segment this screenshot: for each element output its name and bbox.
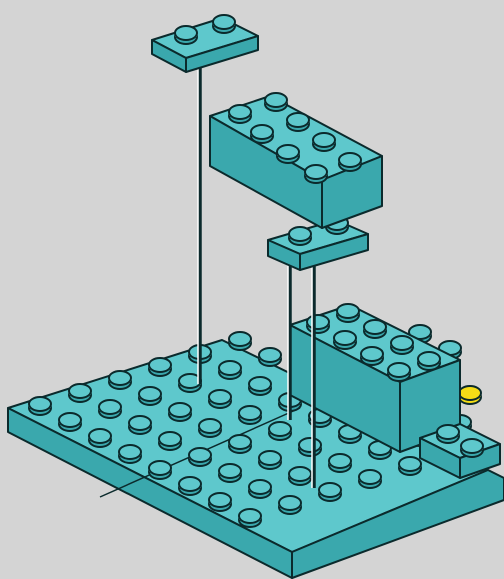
base-stud	[178, 476, 202, 496]
base-stud	[338, 424, 362, 444]
base-stud	[68, 383, 92, 403]
brick-on-base-stud	[333, 330, 357, 350]
base-stud	[258, 347, 282, 367]
guide-lines	[197, 40, 316, 488]
base-stud	[148, 460, 172, 480]
base-stud	[248, 376, 272, 396]
brick-2x4-stud	[250, 124, 274, 144]
base-stud	[28, 396, 52, 416]
brick-on-base-stud	[360, 346, 384, 366]
brick-2x4-stud	[286, 112, 310, 132]
base-stud	[218, 360, 242, 380]
base-stud	[318, 482, 342, 502]
base-stud	[98, 399, 122, 419]
base-stud	[268, 421, 292, 441]
base-stud	[148, 357, 172, 377]
base-stud	[138, 386, 162, 406]
small-plate-on-base-stud	[436, 424, 460, 444]
brick-2x4-stud	[276, 144, 300, 164]
brick-on-base-stud	[390, 335, 414, 355]
base-stud	[168, 402, 192, 422]
base-stud	[118, 444, 142, 464]
base-stud	[298, 437, 322, 457]
base-stud	[108, 370, 132, 390]
brick-2x4-stud	[264, 92, 288, 112]
base-stud	[258, 450, 282, 470]
base-stud	[198, 418, 222, 438]
small-plate-stud	[288, 226, 312, 246]
base-stud	[238, 405, 262, 425]
top-plate	[151, 14, 259, 73]
base-stud	[58, 412, 82, 432]
base-stud	[128, 415, 152, 435]
brick-2x4-stud	[228, 104, 252, 124]
brick-2x4-stud	[338, 152, 362, 172]
base-stud	[358, 469, 382, 489]
brick-on-base-stud	[387, 362, 411, 382]
small-plate-on-base-stud	[460, 438, 484, 458]
top-plate-stud	[212, 14, 236, 34]
base-stud	[178, 373, 202, 393]
top-plate-right	[185, 35, 259, 73]
yellow-marker-stud	[458, 385, 482, 405]
base-stud	[328, 453, 352, 473]
brick-2x4-stud	[304, 164, 328, 184]
base-stud	[188, 447, 212, 467]
base-stud	[208, 389, 232, 409]
brick-on-base-stud	[363, 319, 387, 339]
base-stud	[218, 463, 242, 483]
base-stud	[398, 456, 422, 476]
base-stud	[238, 508, 262, 528]
brick-on-base-stud	[417, 351, 441, 371]
base-stud	[278, 495, 302, 515]
brick-2x4	[209, 92, 383, 229]
base-stud	[288, 466, 312, 486]
brick-on-base-stud	[306, 314, 330, 334]
base-stud	[248, 479, 272, 499]
base-stud	[88, 428, 112, 448]
base-stud	[228, 434, 252, 454]
brick-on-base	[289, 303, 501, 479]
small-plate-right	[299, 233, 369, 271]
small-plate-on-base-right	[459, 443, 501, 479]
base-stud	[228, 331, 252, 351]
brick-on-base-stud	[336, 303, 360, 323]
baseplate-right-side	[291, 469, 504, 579]
top-plate-stud	[174, 25, 198, 45]
brick-2x4-stud	[312, 132, 336, 152]
base-stud	[208, 492, 232, 512]
base-stud	[158, 431, 182, 451]
